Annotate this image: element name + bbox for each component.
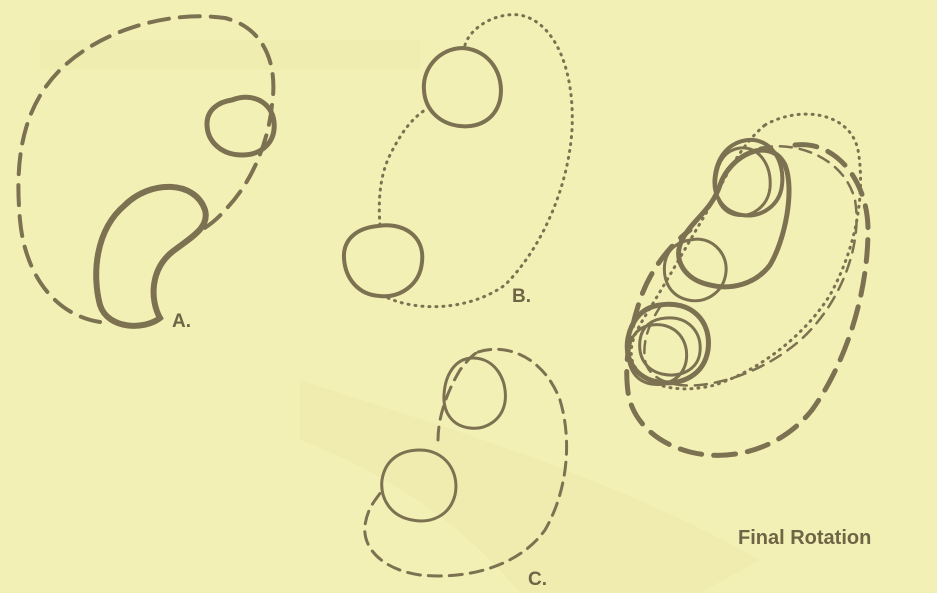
panel-c-label: C. (528, 569, 547, 590)
panel-b-label: B. (512, 286, 531, 307)
panel-a-label: A. (172, 311, 191, 332)
final-rotation-label: Final Rotation (738, 527, 871, 549)
